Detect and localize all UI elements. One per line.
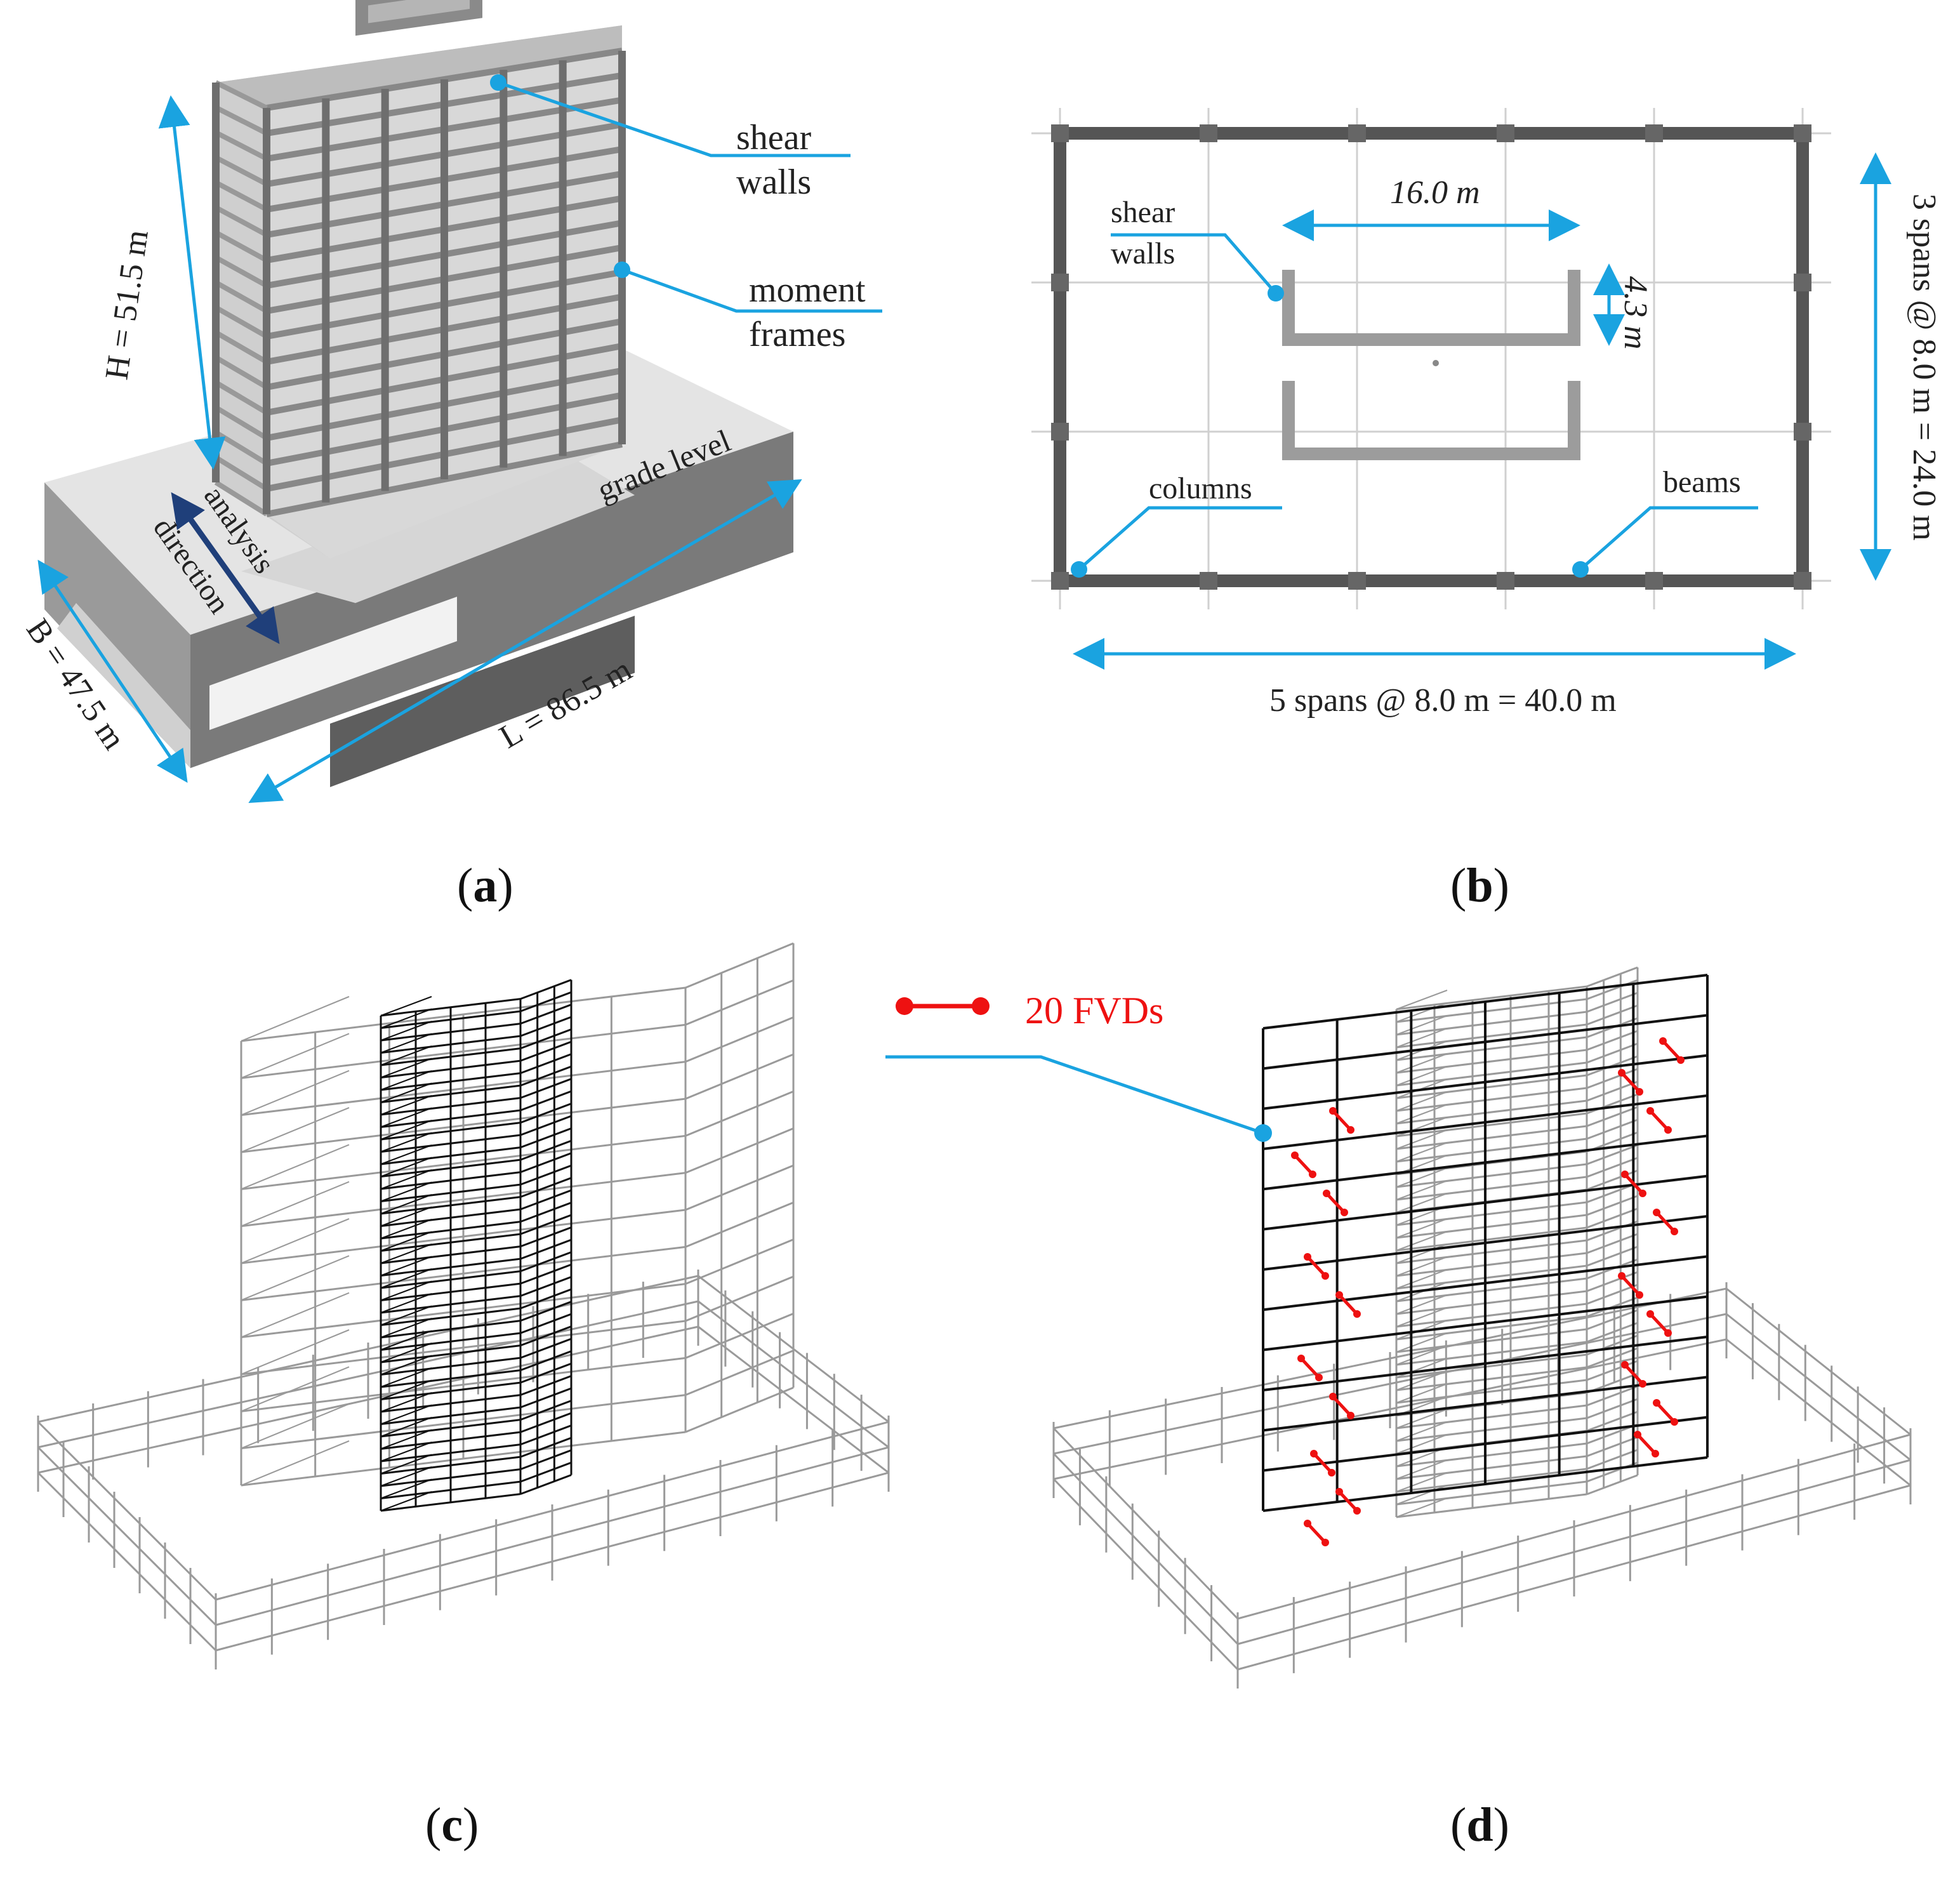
fvd-dampers — [1291, 1037, 1685, 1546]
podium-frame-c — [37, 1270, 890, 1669]
dim-wall-length: 16.0 m — [1282, 175, 1580, 241]
caption-c: (c) — [425, 1798, 479, 1852]
label-shear: shear — [736, 118, 812, 157]
core-frame-c — [380, 979, 573, 1512]
label-wall-depth: 4.3 m — [1617, 276, 1653, 350]
caption-b: (b) — [1450, 859, 1509, 912]
dim-span-x: 5 spans @ 8.0 m = 40.0 m — [1073, 638, 1796, 719]
caption-a: (a) — [457, 859, 513, 912]
dim-span-y: 3 spans @ 8.0 m = 24.0 m — [1860, 152, 1942, 581]
panel-d: 20 FVDs (d) — [885, 966, 1912, 1852]
caption-a-letter: a — [473, 859, 497, 912]
label-span-x: 5 spans @ 8.0 m = 40.0 m — [1269, 682, 1617, 719]
label-beams: beams — [1663, 465, 1741, 499]
tower — [212, 0, 626, 559]
annotation-shear-walls: shear walls — [490, 74, 851, 202]
label-wall-length: 16.0 m — [1390, 175, 1480, 211]
label-walls: walls — [736, 163, 811, 202]
caption-d: (d) — [1450, 1798, 1509, 1852]
label-moment: moment — [749, 270, 866, 310]
annotation-columns: columns — [1071, 472, 1282, 578]
outer-frame-d — [1262, 974, 1709, 1512]
annotation-plan-shear-walls: shear walls — [1111, 196, 1284, 302]
tower-grid — [212, 48, 626, 517]
podium-frame-d — [1052, 1282, 1912, 1689]
label-frames: frames — [749, 315, 845, 354]
caption-b-letter: b — [1466, 859, 1493, 912]
panel-b: 16.0 m 4.3 m shear walls columns beams 5… — [1031, 108, 1942, 912]
panel-c: (c) — [37, 942, 890, 1852]
dimension-height: H = 51.5 m — [98, 95, 226, 470]
label-height: H = 51.5 m — [98, 228, 155, 382]
annotation-moment-frames: moment frames — [614, 262, 882, 354]
fvd-legend: 20 FVDs — [896, 990, 1163, 1032]
caption-c-letter: c — [441, 1798, 463, 1852]
label-columns: columns — [1149, 472, 1252, 505]
caption-d-letter: d — [1466, 1798, 1493, 1852]
panel-a: shear walls moment frames grade level an… — [19, 0, 882, 912]
label-plan-shear: shear — [1111, 196, 1175, 229]
label-fvds: 20 FVDs — [1025, 990, 1163, 1032]
plan-perimeter-beams — [1054, 127, 1809, 587]
plan-shear-walls — [1282, 270, 1580, 460]
annotation-beams: beams — [1572, 465, 1758, 578]
annotation-fvd — [885, 1055, 1272, 1142]
core-frame-d — [1395, 966, 1639, 1518]
dim-wall-depth: 4.3 m — [1593, 263, 1653, 350]
plan-columns — [1051, 124, 1811, 590]
label-span-y: 3 spans @ 8.0 m = 24.0 m — [1906, 194, 1942, 541]
label-plan-walls: walls — [1111, 237, 1175, 270]
